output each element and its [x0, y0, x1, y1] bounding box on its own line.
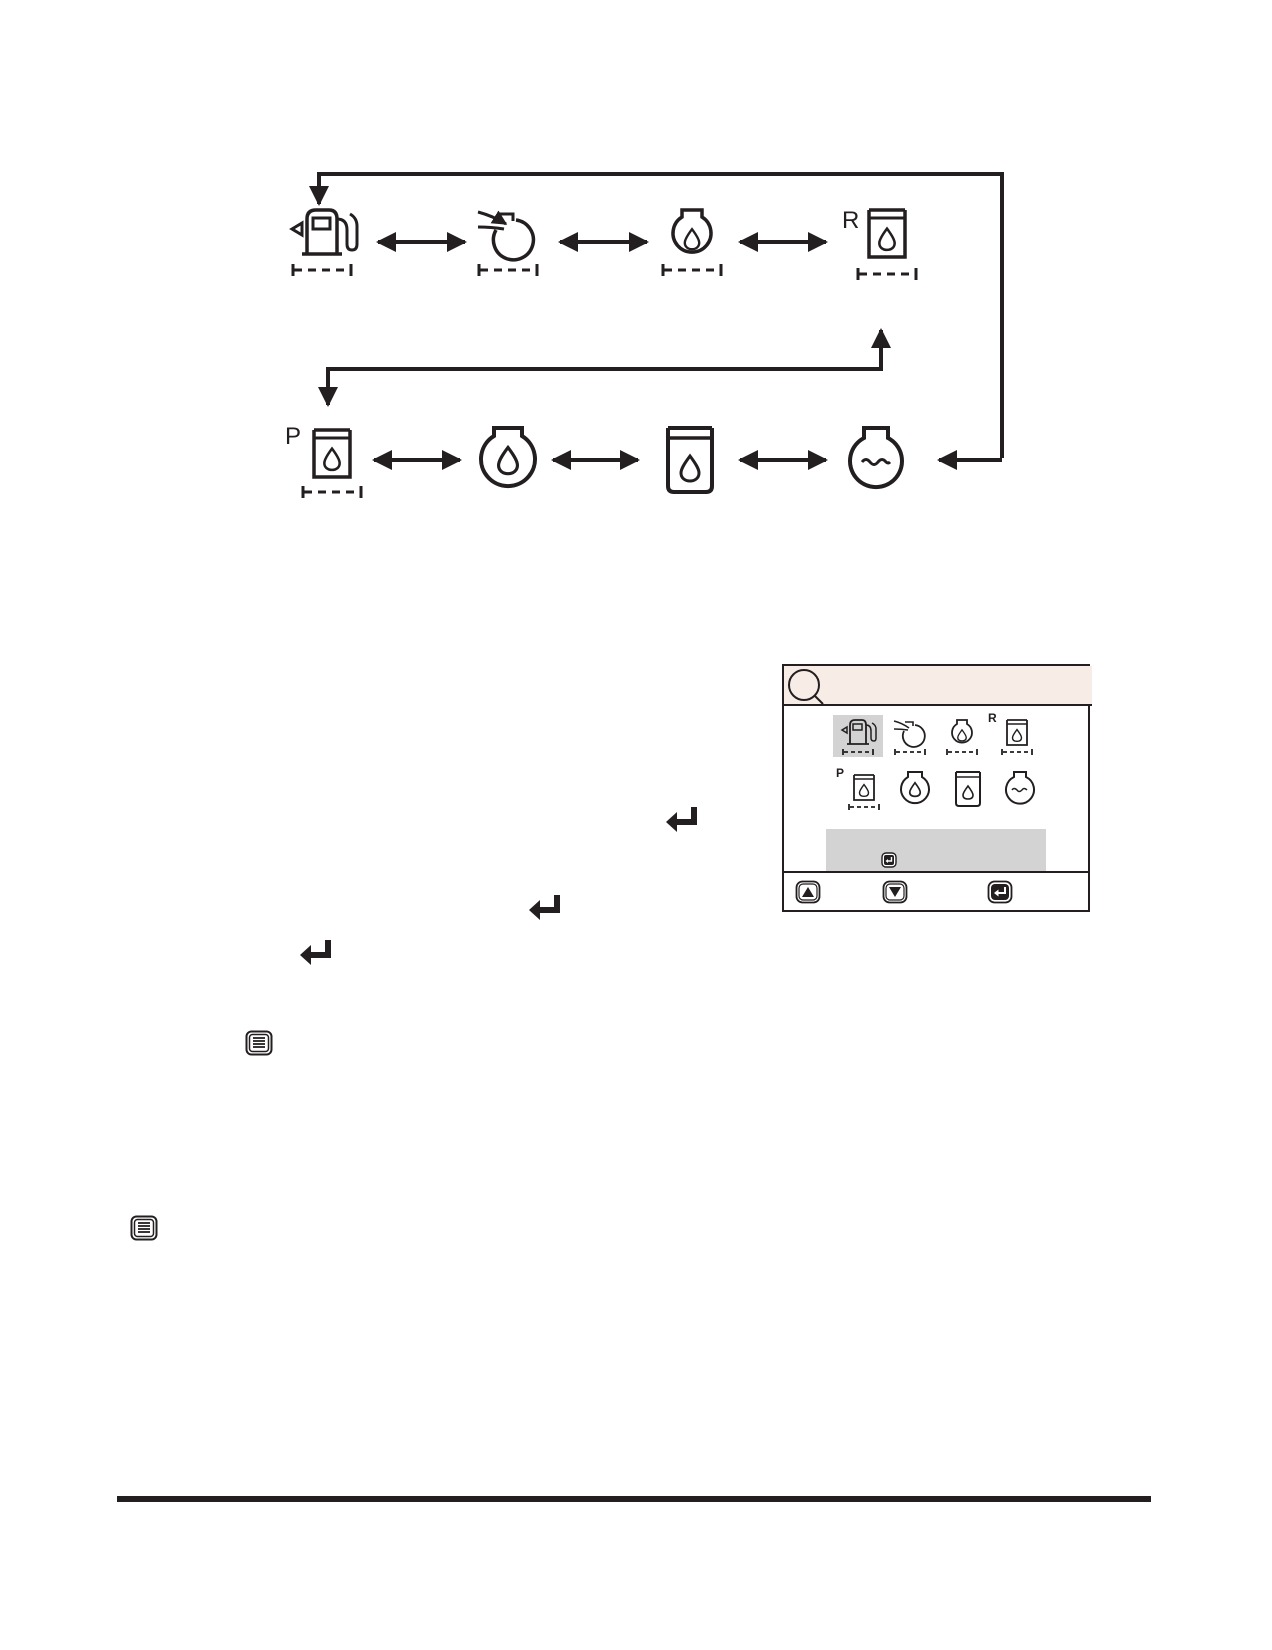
return-line-icon	[893, 720, 926, 756]
receiver-tank-icon	[1001, 719, 1033, 756]
large-sump-icon	[479, 426, 537, 489]
fuel-dispenser-icon	[840, 719, 877, 756]
tank-icon	[955, 771, 981, 807]
pump-tank-icon	[848, 774, 880, 811]
sensor-flow-diagram: R P	[0, 0, 1272, 520]
up-arrow-icon[interactable]	[795, 880, 821, 904]
receiver-tank-icon	[856, 208, 918, 282]
lcd-screen: R P	[782, 664, 1092, 912]
down-arrow-icon[interactable]	[882, 880, 908, 904]
enter-icon	[664, 805, 700, 833]
sump-icon	[946, 719, 978, 756]
screen-icon-grid: R P	[833, 711, 1035, 811]
pump-label: P	[836, 766, 844, 780]
flask-icon	[848, 426, 904, 489]
screen-header	[784, 666, 1092, 706]
flask-icon	[1005, 771, 1035, 805]
magnifier-icon	[788, 669, 824, 705]
message-panel	[826, 829, 1046, 871]
return-line-icon	[477, 210, 539, 278]
enter-icon	[881, 852, 897, 868]
return-connector	[309, 172, 1004, 458]
sump-icon	[661, 208, 723, 278]
enter-key-icon[interactable]	[987, 880, 1013, 904]
receiver-label: R	[842, 207, 859, 234]
enter-icon	[298, 938, 334, 966]
footer-rule	[117, 1496, 1151, 1502]
feed-connector	[318, 328, 891, 407]
pump-label: P	[285, 423, 301, 450]
menu-list-icon	[130, 1215, 158, 1241]
fuel-dispenser-icon	[289, 208, 359, 278]
menu-list-icon	[245, 1030, 273, 1056]
receiver-label: R	[988, 711, 997, 725]
tank-icon	[666, 426, 714, 494]
softkey-bar	[784, 871, 1088, 910]
selection-highlight	[833, 715, 883, 757]
pump-tank-icon	[301, 428, 363, 500]
enter-icon	[527, 893, 563, 921]
large-sump-icon	[900, 771, 930, 805]
